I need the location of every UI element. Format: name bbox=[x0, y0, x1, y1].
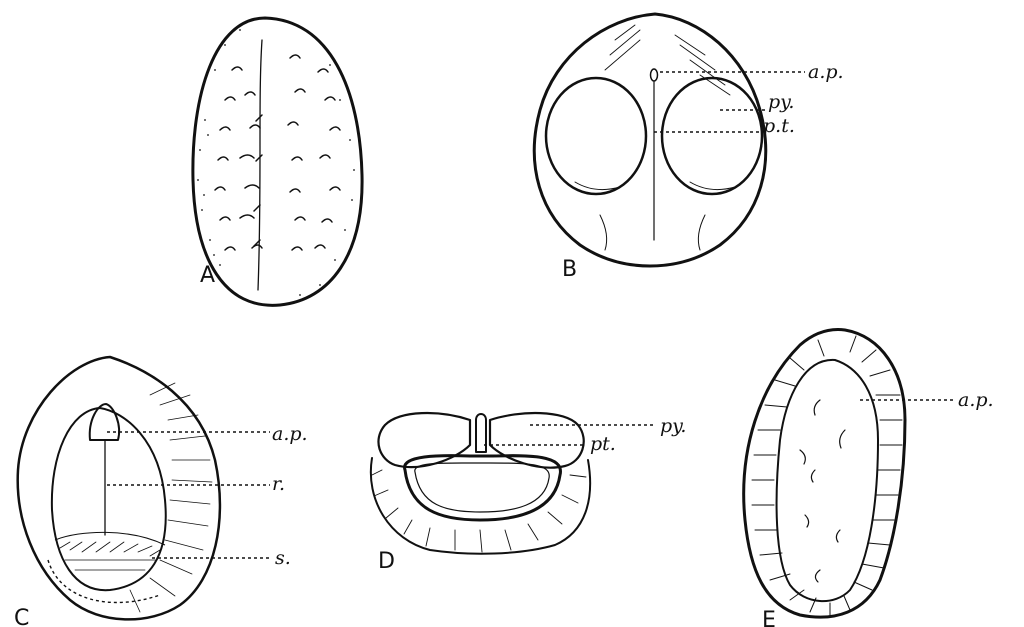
panel-label-b: B bbox=[562, 257, 577, 282]
stipple-a bbox=[197, 29, 355, 296]
label-b-pt: p.t. bbox=[763, 115, 795, 137]
panel-c: a.p. r. s. C bbox=[14, 357, 308, 627]
cavity-marks-e bbox=[800, 400, 845, 582]
fibres-d bbox=[372, 470, 586, 552]
panel-label-a: A bbox=[200, 263, 215, 288]
lower-curve-b2 bbox=[698, 215, 705, 250]
label-d-py: py. bbox=[660, 415, 686, 437]
endocarp-c bbox=[52, 408, 166, 590]
tubercles-a bbox=[215, 55, 340, 250]
label-d-pt: pt. bbox=[590, 433, 616, 455]
pyrene-left-b bbox=[546, 78, 646, 194]
label-c-r: r. bbox=[272, 473, 285, 495]
seed-outline-c bbox=[18, 357, 220, 619]
seed-outline-b bbox=[534, 14, 765, 266]
seed-outline-a bbox=[193, 18, 362, 305]
partition-d bbox=[476, 414, 486, 452]
pyrene-left-shading bbox=[575, 182, 620, 190]
pyrene-right-shading bbox=[690, 182, 735, 190]
panel-label-d: D bbox=[378, 549, 395, 574]
cavity-e bbox=[777, 360, 878, 601]
lower-curve-b bbox=[600, 215, 607, 250]
panel-d: py. pt. D bbox=[371, 413, 687, 574]
panel-b: a.p. py. p.t. B bbox=[534, 14, 843, 282]
pyrene-left-d bbox=[378, 413, 470, 467]
apical-pore-b bbox=[651, 69, 658, 81]
label-c-ap: a.p. bbox=[272, 423, 308, 445]
panel-e: a.p. E bbox=[744, 330, 994, 627]
median-ridge-a bbox=[258, 40, 262, 290]
label-b-py: py. bbox=[768, 91, 794, 113]
label-e-ap: a.p. bbox=[958, 389, 994, 411]
seed-shading-c bbox=[60, 542, 160, 570]
seed-base-c bbox=[55, 532, 165, 545]
panel-label-c: C bbox=[14, 606, 29, 627]
panel-a: A bbox=[193, 18, 362, 305]
panel-label-e: E bbox=[762, 608, 776, 627]
pyrene-right-d bbox=[490, 413, 584, 468]
seed-cavity-inner-d bbox=[415, 463, 549, 512]
pyrene-right-b bbox=[662, 78, 762, 194]
label-b-ap: a.p. bbox=[808, 61, 844, 83]
label-c-s: s. bbox=[275, 547, 291, 569]
